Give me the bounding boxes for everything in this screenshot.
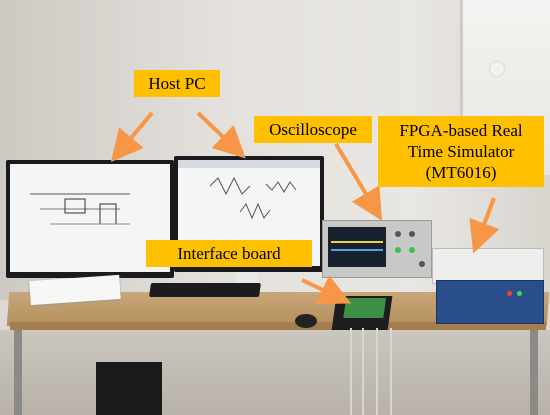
oscilloscope-knob-icon xyxy=(409,247,415,253)
arrow-host-pc-left xyxy=(110,111,154,163)
label-fpga-simulator: FPGA-based Real Time Simulator (MT6016) xyxy=(378,116,544,187)
cable xyxy=(376,328,378,415)
desk-leg-left xyxy=(14,330,22,415)
led-icon xyxy=(517,291,522,296)
simulator-icon xyxy=(436,280,544,324)
oscilloscope-knob-icon xyxy=(395,231,401,237)
right-monitor-stand xyxy=(236,272,258,286)
arrow-oscilloscope xyxy=(334,142,383,221)
label-fpga-line3: (MT6016) xyxy=(425,163,497,182)
schematic-icon xyxy=(30,193,130,225)
label-host-pc: Host PC xyxy=(134,70,220,97)
oscilloscope-screen xyxy=(328,227,386,267)
label-fpga-line2: Time Simulator xyxy=(407,142,515,161)
left-monitor-screen xyxy=(10,164,170,272)
oscilloscope-trace xyxy=(331,241,383,243)
floor xyxy=(0,330,550,415)
oscilloscope-icon xyxy=(322,220,432,278)
arrow-fpga xyxy=(469,197,500,254)
oscilloscope-knob-icon xyxy=(409,231,415,237)
label-interface-board: Interface board xyxy=(146,240,312,267)
label-oscilloscope: Oscilloscope xyxy=(254,116,372,143)
desk-edge xyxy=(10,322,546,330)
mouse-icon xyxy=(295,314,317,328)
wall-hook-icon xyxy=(490,62,504,76)
simulator-chassis xyxy=(432,248,544,284)
oscilloscope-knob-icon xyxy=(395,247,401,253)
led-icon xyxy=(507,291,512,296)
arrow-host-pc-right xyxy=(196,111,246,159)
label-fpga-line1: FPGA-based Real xyxy=(399,121,523,140)
cable xyxy=(350,328,352,415)
waveform-window-icon xyxy=(178,160,320,220)
desk-leg-right xyxy=(530,330,538,415)
pc-tower-icon xyxy=(96,362,162,415)
oscilloscope-knob-icon xyxy=(419,261,425,267)
cable xyxy=(390,328,392,415)
arrow-interface-board xyxy=(301,275,352,305)
cable xyxy=(362,328,364,415)
oscilloscope-trace xyxy=(331,249,383,251)
